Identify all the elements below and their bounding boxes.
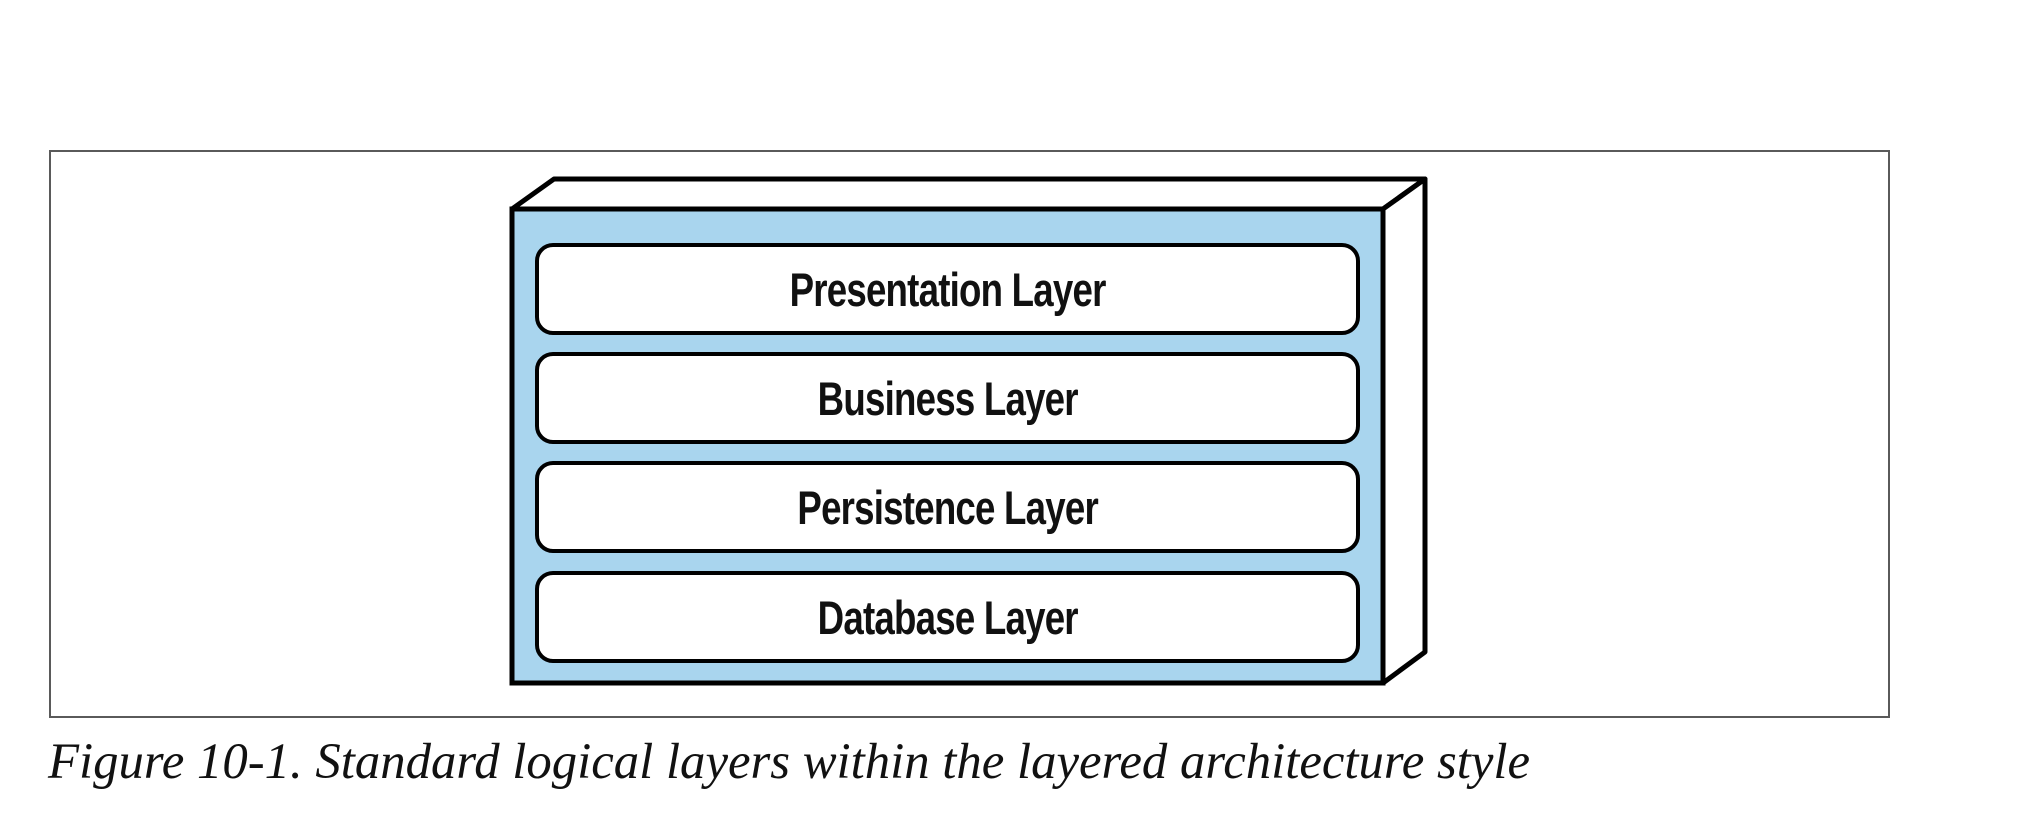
layer-label-persistence: Persistence Layer (797, 480, 1098, 534)
layer-box-business (535, 352, 1360, 444)
layer-label-database: Database Layer (817, 590, 1078, 644)
layer-label-presentation: Presentation Layer (789, 262, 1106, 316)
layer-box-database (535, 571, 1360, 663)
layer-box-presentation (535, 243, 1360, 335)
layer-box-persistence (535, 461, 1360, 553)
cube-top-face (509, 176, 1428, 212)
layer-presentation: Presentation Layer (537, 245, 1358, 333)
layer-persistence: Persistence Layer (537, 463, 1358, 551)
figure-frame (49, 150, 1890, 718)
layer-business: Business Layer (537, 354, 1358, 442)
figure-caption: Figure 10-1. Standard logical layers wit… (48, 734, 1530, 790)
cube-right-face (1380, 176, 1428, 686)
layer-label-business: Business Layer (817, 371, 1078, 425)
layer-database: Database Layer (537, 573, 1358, 661)
